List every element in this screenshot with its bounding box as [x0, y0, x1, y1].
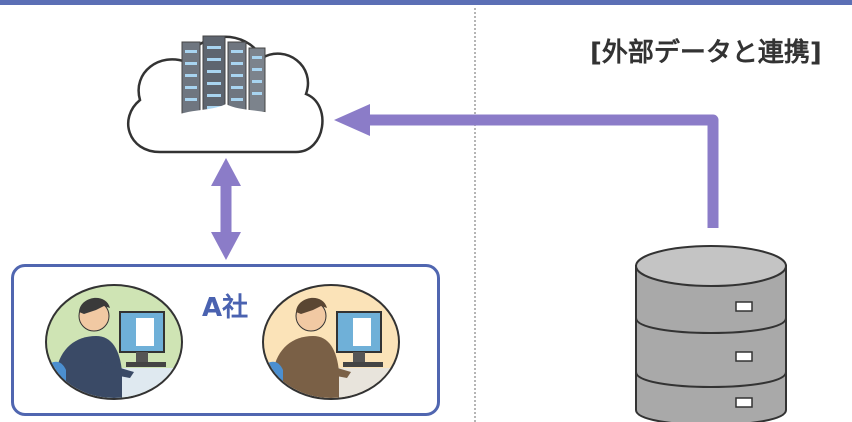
section-title: [外部データと連携] [590, 38, 822, 68]
sync-arrow [211, 158, 241, 260]
company-label: A社 [202, 293, 249, 323]
cloud-server-icon [127, 35, 324, 154]
data-link-arrow [334, 104, 719, 228]
office-worker-icon-right [262, 284, 400, 400]
company-group-box [11, 264, 440, 416]
top-accent-bar [0, 0, 852, 5]
database-icon [635, 245, 787, 422]
section-divider [474, 8, 476, 422]
office-worker-icon-left [45, 284, 183, 400]
server-rack-icon [181, 35, 266, 117]
